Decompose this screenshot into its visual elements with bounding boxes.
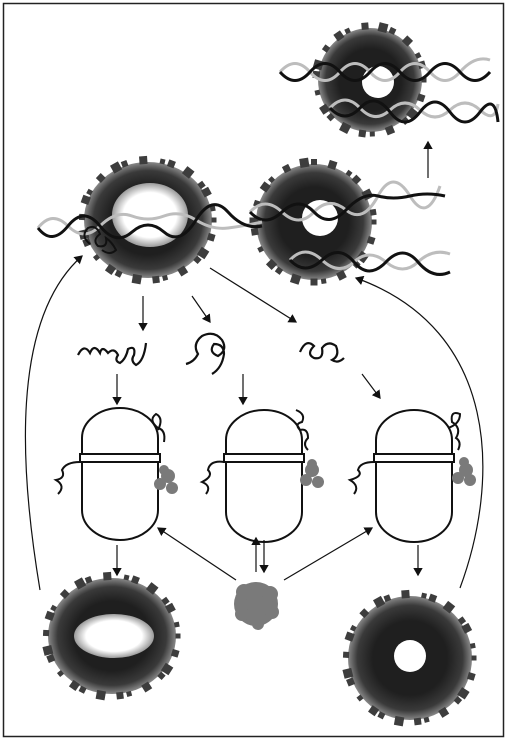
- ring-hole-bottom-left: [74, 614, 154, 658]
- peptide-middle: [186, 334, 224, 374]
- ring-spike: [103, 572, 112, 581]
- ring-spike: [251, 228, 259, 236]
- ring-spike: [343, 652, 349, 658]
- arrows-to-chaperonins: [117, 374, 380, 404]
- ring-complex-top-right: [280, 22, 498, 137]
- ring-spike: [370, 131, 375, 136]
- ring-spike: [414, 718, 422, 726]
- co-chaperone-middle: [300, 459, 324, 488]
- ring-spike: [470, 643, 476, 649]
- ring-spike: [370, 209, 377, 216]
- return-arrow-left: [25, 256, 82, 590]
- ring-spike: [139, 156, 148, 165]
- ring-bottom-right: [342, 590, 476, 726]
- ring-spike: [132, 274, 142, 284]
- ring-spike: [358, 130, 366, 138]
- ring-spike: [472, 656, 477, 661]
- co-factor-blob: [234, 582, 279, 630]
- ring-spike: [96, 690, 106, 700]
- ring-spike: [43, 630, 49, 636]
- ring-spike: [311, 159, 317, 165]
- ring-complex-middle-right: [250, 158, 451, 286]
- ring-spike: [174, 622, 180, 628]
- chaperonin-right: [350, 410, 476, 542]
- ring-bottom-left: [42, 572, 180, 700]
- ring-spike: [372, 220, 377, 225]
- peptide-left: [78, 343, 146, 365]
- ring-spike: [152, 276, 160, 284]
- ring-spike: [116, 692, 124, 700]
- ring-hole-bottom-right: [394, 640, 426, 672]
- chaperonin-left: [56, 408, 178, 540]
- unfolded-peptides: [78, 334, 344, 374]
- ring-spike: [361, 22, 369, 30]
- ring-spike: [212, 218, 217, 223]
- peptide-right: [300, 343, 344, 362]
- ring-spike: [176, 634, 181, 639]
- ring-spike: [401, 590, 410, 599]
- chaperonin-middle: [202, 410, 324, 542]
- co-chaperone-right: [452, 457, 476, 486]
- ring-spike: [299, 158, 309, 168]
- ring-spike: [394, 716, 404, 726]
- ring-spike: [321, 278, 327, 284]
- ring-complex-top-left: [38, 156, 262, 284]
- ring-spike: [311, 279, 318, 286]
